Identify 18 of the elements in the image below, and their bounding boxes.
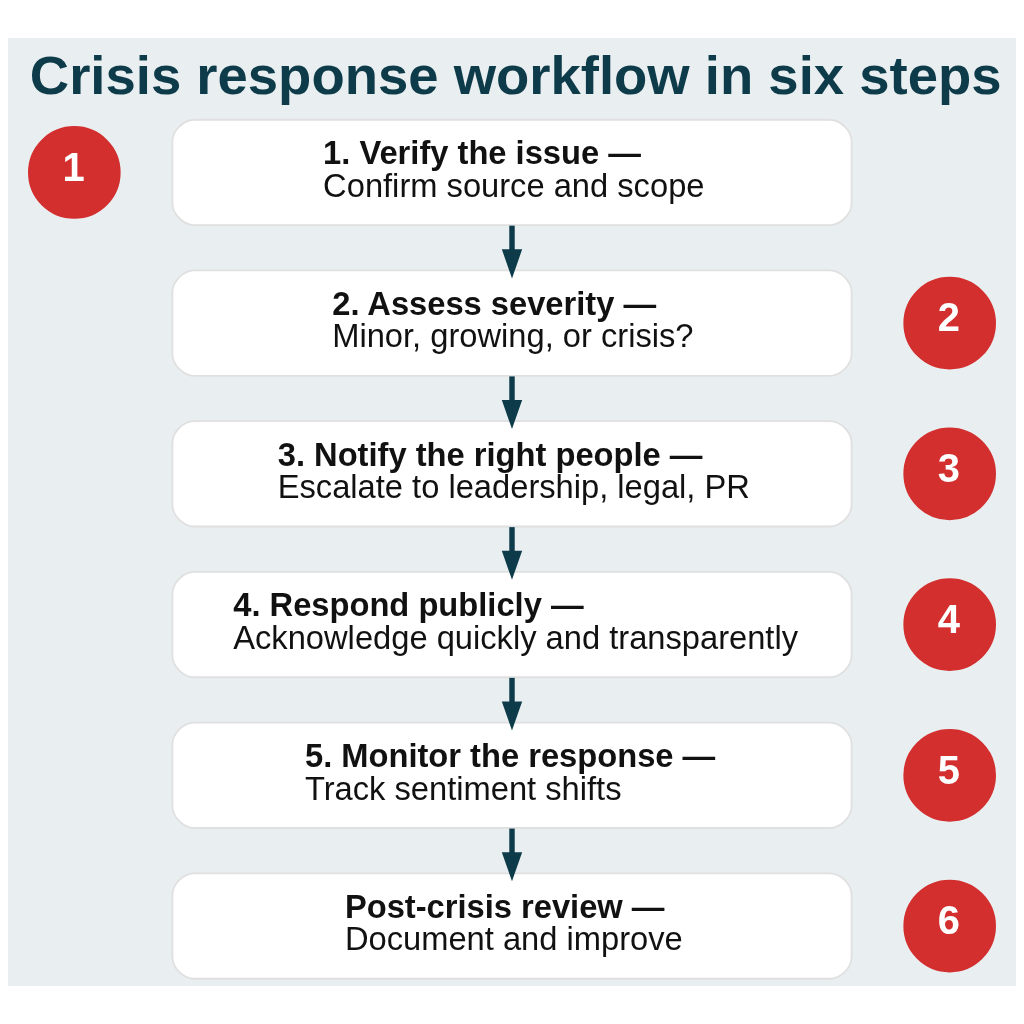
node-box: 4. Respond publicly — Acknowledge quickly and transparently: [171, 571, 853, 679]
diagram-title: Crisis response workflow in six steps: [29, 45, 1002, 107]
node-box: 3. Notify the right people — Escalate to leadership, legal, PR: [171, 420, 853, 528]
node-box: 2. Assess severity — Minor, growing, or crisis?: [171, 269, 853, 377]
node-box: 5. Monitor the response — Track sentiment shifts: [171, 721, 853, 829]
node-box: Post-crisis review — Document and improve: [171, 872, 853, 980]
arrow: [501, 376, 523, 430]
arrow: [501, 828, 523, 882]
arrow: [501, 527, 523, 580]
arrow: [501, 677, 523, 731]
node-circle: 4: [903, 578, 996, 671]
arrow: [501, 225, 523, 279]
node-circle: 5: [903, 729, 996, 822]
node-circle: 6: [903, 879, 996, 973]
node-box: 1. Verify the issue — Confirm source and scope: [171, 118, 853, 226]
node-circle: 1: [28, 126, 121, 219]
node-circle: 3: [903, 427, 996, 521]
node-circle: 2: [903, 276, 996, 370]
